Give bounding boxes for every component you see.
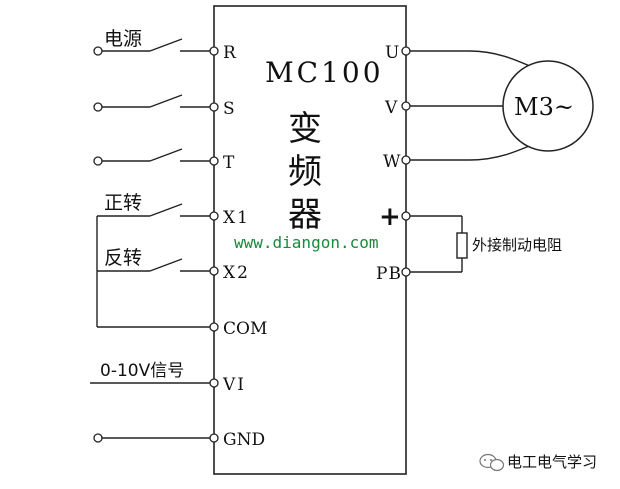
terminal-vi <box>209 378 219 388</box>
gnd-source-terminal <box>93 433 103 443</box>
terminal-label-vi: VI <box>222 375 246 395</box>
terminal-gnd <box>209 433 219 443</box>
terminal-v <box>401 101 411 111</box>
terminal-label-com: COM <box>223 319 267 339</box>
forward-switch <box>149 203 183 217</box>
terminal-label-gnd: GND <box>223 430 265 450</box>
source-terminal-r <box>93 46 103 56</box>
reverse-switch <box>149 258 183 272</box>
reverse-label: 反转 <box>104 247 142 269</box>
terminal-label-pb: PB <box>376 264 402 284</box>
inverter-name-char-2: 频 <box>288 152 322 192</box>
terminal-x1 <box>209 211 219 221</box>
terminal-label-r: R <box>223 43 237 63</box>
brake-resistor-label: 外接制动电阻 <box>472 236 562 254</box>
terminal-r <box>209 46 219 56</box>
brake-resistor <box>456 232 468 259</box>
watermark-text: 电工电气学习 <box>507 453 597 471</box>
terminal-label-x2: X2 <box>223 263 250 283</box>
motor-label: M3~ <box>514 93 574 121</box>
website-watermark: www.diangon.com <box>234 233 379 252</box>
signal-label: 0-10V信号 <box>100 361 184 381</box>
terminal-label-s: S <box>223 99 235 119</box>
power-switch-s <box>149 94 183 108</box>
inverter-box <box>213 5 407 475</box>
terminal-x2 <box>209 266 219 276</box>
terminal-pb <box>401 267 411 277</box>
terminal-label-plus: + <box>379 202 401 232</box>
terminal-label-t: T <box>223 153 235 173</box>
motor-circle <box>502 60 594 152</box>
terminal-u <box>401 46 411 56</box>
terminal-label-v: V <box>384 98 398 118</box>
power-switch-t <box>149 148 183 162</box>
terminal-s <box>209 102 219 112</box>
terminal-t <box>209 156 219 166</box>
power-label: 电源 <box>104 28 142 50</box>
wechat-icon <box>479 453 505 472</box>
inverter-name-char-1: 变 <box>288 109 322 149</box>
inverter-name-char-3: 器 <box>288 195 322 235</box>
source-terminal-t <box>93 156 103 166</box>
terminal-plus <box>401 211 411 221</box>
source-terminal-s <box>93 102 103 112</box>
inverter-model: MC100 <box>265 56 384 89</box>
forward-label: 正转 <box>104 192 142 214</box>
terminal-label-u: U <box>385 43 399 63</box>
terminal-com <box>209 322 219 332</box>
terminal-w <box>401 155 411 165</box>
terminal-label-x1: X1 <box>223 208 250 228</box>
power-switch-r <box>149 38 183 52</box>
terminal-label-w: W <box>383 152 401 172</box>
